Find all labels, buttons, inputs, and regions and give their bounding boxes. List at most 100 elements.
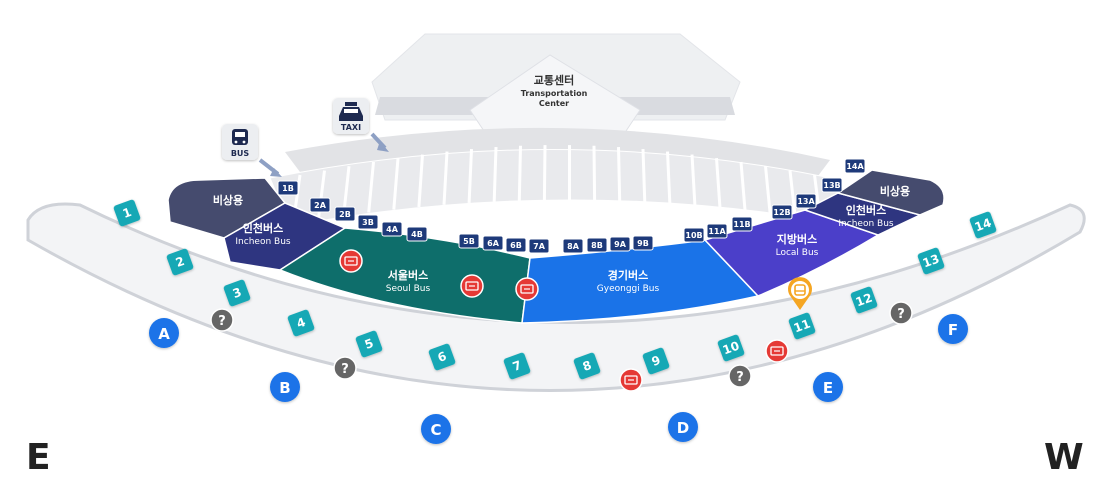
bus-stop-8A[interactable]: 8A <box>562 238 584 254</box>
bus-stop-14A[interactable]: 14A <box>844 158 866 174</box>
gate-12[interactable]: 12 <box>850 286 878 314</box>
door-label: A <box>158 325 170 343</box>
bus-stop-13A[interactable]: 13A <box>795 193 817 209</box>
bus-bay-canopy <box>285 127 830 180</box>
bus-entry-sign: BUS <box>222 124 282 177</box>
bus-icon <box>232 129 248 145</box>
bus-stop-label: 2B <box>339 210 351 219</box>
gate-label: 13 <box>921 252 941 271</box>
door-label: D <box>677 419 689 437</box>
zone-emergency-west[interactable] <box>836 169 945 216</box>
gate-14[interactable]: 14 <box>969 211 997 239</box>
bus-stop-2B[interactable]: 2B <box>334 206 356 222</box>
door-D[interactable]: D <box>668 412 698 442</box>
zone-label-gyeonggi-bus: 경기버스 <box>608 268 648 282</box>
gate-4[interactable]: 4 <box>287 309 315 337</box>
ticket-machine-icon[interactable] <box>339 249 363 273</box>
zone-label-seoul-bus: 서울버스 <box>388 268 428 282</box>
bus-stop-7A[interactable]: 7A <box>528 238 550 254</box>
door-label: B <box>279 379 290 397</box>
zone-label-emergency-east: 비상용 <box>213 193 243 207</box>
ticket-machine-icon[interactable] <box>619 368 643 392</box>
bus-stop-label: 6A <box>487 239 500 248</box>
bus-stop-label: 4A <box>386 225 399 234</box>
gate-8[interactable]: 8 <box>573 352 601 380</box>
gate-6[interactable]: 6 <box>428 343 456 371</box>
bus-stop-11B[interactable]: 11B <box>731 216 753 232</box>
ticket-machine-icon[interactable] <box>515 277 539 301</box>
bus-stop-5B[interactable]: 5B <box>458 233 480 249</box>
information-icon[interactable]: ? <box>728 364 752 388</box>
gate-1[interactable]: 1 <box>113 199 141 227</box>
information-glyph: ? <box>218 314 226 329</box>
gate-10[interactable]: 10 <box>717 334 745 362</box>
ticket-machine-icon[interactable] <box>765 339 789 363</box>
bus-stop-12B[interactable]: 12B <box>771 204 793 220</box>
bus-stop-4A[interactable]: 4A <box>381 221 403 237</box>
gate-13[interactable]: 13 <box>917 247 945 275</box>
gate-2[interactable]: 2 <box>166 248 194 276</box>
bus-stop-label: 5B <box>463 237 475 246</box>
zone-sublabel-incheon-bus-west: Incheon Bus <box>838 219 893 229</box>
zone-sublabel-local-bus: Local Bus <box>776 248 819 258</box>
bus-stop-9A[interactable]: 9A <box>609 236 631 252</box>
information-icon[interactable]: ? <box>210 308 234 332</box>
bus-stop-label: 12B <box>773 208 790 217</box>
taxi-entry-sign-label: TAXI <box>341 123 361 132</box>
bus-stop-3B[interactable]: 3B <box>357 214 379 230</box>
gate-5[interactable]: 5 <box>355 330 383 358</box>
bus-stop-8B[interactable]: 8B <box>586 237 608 253</box>
transport-center-title-en-1: Transportation <box>521 89 588 98</box>
bus-stop-13B[interactable]: 13B <box>821 177 843 193</box>
information-glyph: ? <box>736 370 744 385</box>
bus-stop-1B[interactable]: 1B <box>277 180 299 196</box>
bus-stop-label: 8B <box>591 241 603 250</box>
bus-stop-6A[interactable]: 6A <box>482 235 504 251</box>
direction-west-label: W <box>1044 437 1084 478</box>
gate-label: 14 <box>973 216 993 235</box>
information-icon[interactable]: ? <box>333 356 357 380</box>
door-E[interactable]: E <box>813 372 843 402</box>
gate-7[interactable]: 7 <box>503 352 531 380</box>
bus-stop-label: 7A <box>533 242 546 251</box>
door-C[interactable]: C <box>421 414 451 444</box>
bus-stop-label: 14A <box>846 162 864 171</box>
information-points: ???? <box>210 301 913 388</box>
gate-9[interactable]: 9 <box>642 347 670 375</box>
transport-center-title-en-2: Center <box>539 99 569 108</box>
bus-stop-label: 2A <box>314 201 327 210</box>
information-glyph: ? <box>897 307 905 322</box>
zone-sublabel-incheon-bus-east: Incheon Bus <box>235 237 290 247</box>
bus-stop-label: 10B <box>685 231 702 240</box>
bus-stop-label: 13B <box>823 181 840 190</box>
direction-east-label: E <box>26 437 51 478</box>
bus-stop-9B[interactable]: 9B <box>632 235 654 251</box>
gate-3[interactable]: 3 <box>223 279 251 307</box>
zone-label-incheon-bus-west: 인천버스 <box>846 203 886 217</box>
gate-11[interactable]: 11 <box>788 312 816 340</box>
bus-stop-label: 3B <box>362 218 374 227</box>
bus-stop-2A[interactable]: 2A <box>309 197 331 213</box>
transport-center-title-ko: 교통센터 <box>534 73 574 87</box>
bus-stop-10B[interactable]: 10B <box>683 227 705 243</box>
bus-stop-label: 8A <box>567 242 580 251</box>
ticket-machine-icon[interactable] <box>460 274 484 298</box>
zone-label-local-bus: 지방버스 <box>777 232 817 246</box>
door-F[interactable]: F <box>938 314 968 344</box>
door-B[interactable]: B <box>270 372 300 402</box>
bus-stop-4B[interactable]: 4B <box>406 226 428 242</box>
bus-bay-platform <box>269 145 841 227</box>
information-glyph: ? <box>341 362 349 377</box>
bus-stop-label: 13A <box>797 197 815 206</box>
ticket-machines <box>339 249 789 392</box>
door-A[interactable]: A <box>149 318 179 348</box>
bus-stop-11A[interactable]: 11A <box>706 223 728 239</box>
bus-entry-sign-label: BUS <box>231 149 250 158</box>
door-label: E <box>823 379 833 397</box>
bus-stop-6B[interactable]: 6B <box>505 237 527 253</box>
information-icon[interactable]: ? <box>889 301 913 325</box>
door-markers: A B C D E F <box>149 314 968 444</box>
bus-stop-label: 4B <box>411 230 423 239</box>
bus-location-marker-icon[interactable] <box>788 277 812 310</box>
